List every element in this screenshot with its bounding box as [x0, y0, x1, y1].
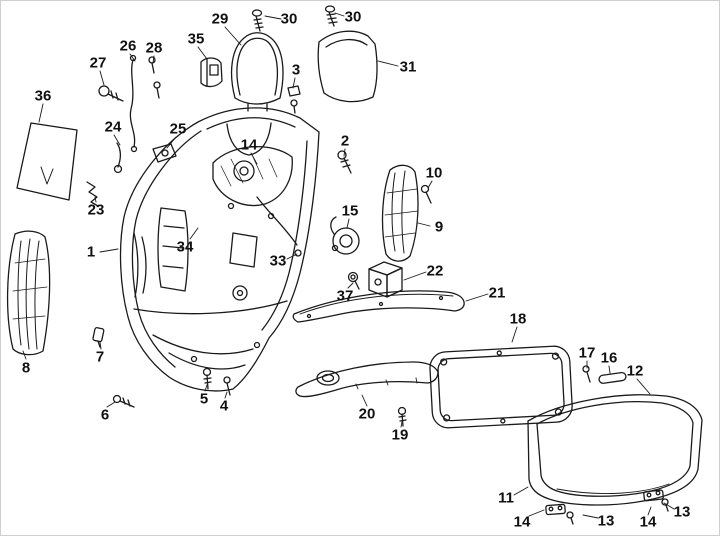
- callout-21: 21: [488, 284, 506, 302]
- callout-3: 3: [291, 61, 301, 79]
- spring-part-23: [86, 181, 99, 207]
- screws-part-28: [148, 56, 161, 99]
- callout-31: 31: [399, 58, 417, 76]
- callout-20: 20: [358, 405, 376, 423]
- callout-22: 22: [426, 262, 444, 280]
- spacer-part-16: [598, 371, 627, 384]
- callout-19: 19: [391, 426, 409, 444]
- top-cover-part-31: [317, 30, 378, 103]
- callout-15: 15: [341, 202, 359, 220]
- left-grille-part: [6, 230, 51, 356]
- screw-part-6: [112, 394, 135, 408]
- hinge-part-13-right: [643, 489, 669, 512]
- trim-strip-part-21: [292, 290, 465, 323]
- callout-13-a: 13: [597, 512, 615, 530]
- callout-26: 26: [119, 37, 137, 55]
- callout-12: 12: [626, 362, 644, 380]
- callout-30-b: 30: [344, 8, 362, 26]
- screw-part-2: [337, 150, 352, 174]
- callout-24: 24: [104, 118, 122, 136]
- callout-29: 29: [211, 10, 229, 28]
- callout-5: 5: [199, 390, 209, 408]
- hinge-part-13-left: [545, 503, 574, 525]
- callout-2: 2: [340, 132, 350, 150]
- callout-16: 16: [600, 349, 618, 367]
- screw-part-30-b: [324, 5, 338, 27]
- callout-14-a: 14: [240, 136, 258, 154]
- callout-30-a: 30: [280, 10, 298, 28]
- glovebox-door-part-12: [527, 394, 703, 506]
- screw-part-4: [223, 376, 231, 396]
- callout-37: 37: [336, 287, 354, 305]
- switch-part-22: [368, 261, 403, 298]
- callout-27: 27: [89, 54, 107, 72]
- windshield-part: [16, 122, 78, 201]
- top-cover-part-29: [230, 32, 284, 112]
- callout-23: 23: [87, 201, 105, 219]
- callout-11: 11: [498, 489, 514, 507]
- callout-9: 9: [434, 218, 444, 236]
- callout-7: 7: [95, 348, 105, 366]
- bolt-part-37: [347, 271, 360, 290]
- callout-36: 36: [34, 87, 52, 105]
- leader-lines: [22, 12, 675, 519]
- callout-13-b: 13: [673, 503, 691, 521]
- callout-18: 18: [509, 310, 527, 328]
- lower-trim-part-20: [295, 361, 439, 398]
- inner-panel-part-18: [429, 345, 573, 429]
- clip-part-7: [92, 327, 105, 348]
- callout-33: 33: [269, 252, 287, 270]
- callout-8: 8: [21, 359, 31, 377]
- callout-4: 4: [219, 397, 229, 415]
- lever-part-24: [113, 142, 123, 174]
- callout-25: 25: [169, 120, 187, 138]
- callout-1: 1: [86, 243, 96, 261]
- callout-14-b: 14: [513, 513, 531, 531]
- screw-part-10: [420, 184, 432, 204]
- screw-part-30-a: [251, 9, 264, 32]
- callout-10: 10: [425, 164, 443, 182]
- bracket-part-25: [152, 143, 177, 163]
- bracket-part-35: [200, 57, 223, 88]
- main-fairing-part: [119, 107, 320, 392]
- screw-part-19: [397, 406, 407, 427]
- clip-part-3: [287, 85, 301, 114]
- right-grille-part-9: [381, 164, 419, 262]
- callout-17: 17: [578, 344, 596, 362]
- callout-34: 34: [176, 238, 194, 256]
- screw-part-5: [202, 367, 212, 390]
- horn-part-15: [330, 216, 360, 255]
- callout-14-c: 14: [639, 513, 657, 531]
- callout-6: 6: [100, 406, 110, 424]
- rod-part-26: [129, 54, 138, 153]
- callout-28: 28: [145, 39, 163, 57]
- screw-part-27: [98, 85, 124, 102]
- screw-part-17: [582, 365, 591, 383]
- callout-35: 35: [187, 30, 205, 48]
